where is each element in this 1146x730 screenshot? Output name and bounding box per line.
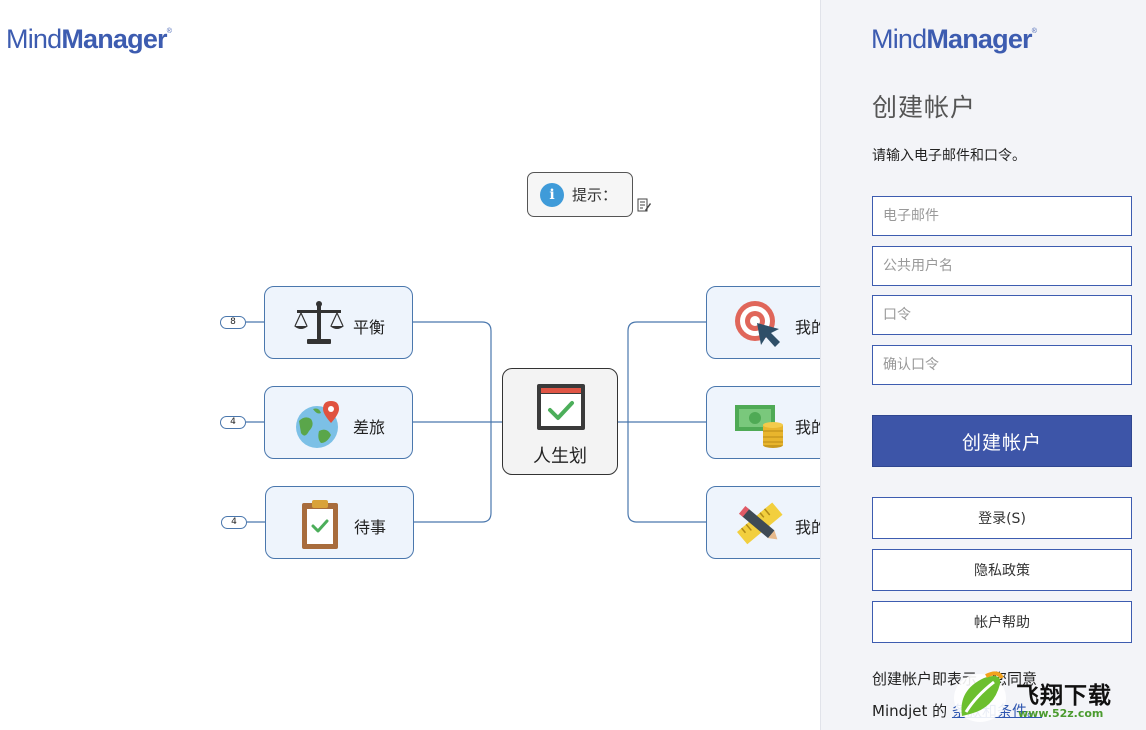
hint-label: 提示： <box>572 186 618 204</box>
topic-travel-label: 差旅 <box>353 418 386 437</box>
topic-my-finance[interactable]: 我的 <box>706 386 820 459</box>
mindmanager-logo: MindManager® <box>6 24 172 54</box>
central-topic[interactable]: 人生划 <box>502 368 618 475</box>
pencil-ruler-icon <box>737 502 783 545</box>
topic-my-goals-label: 我的 <box>795 318 820 337</box>
password-field[interactable] <box>872 295 1132 335</box>
panel-title: 创建帐户 <box>872 93 977 122</box>
topic-travel[interactable]: 差旅 <box>264 386 413 459</box>
topic-connectors <box>246 321 707 523</box>
topic-my-goals[interactable]: 我的 <box>706 286 820 359</box>
collapsed-count-badge-todo[interactable]: 4 <box>221 516 247 529</box>
confirm-password-field[interactable] <box>872 345 1132 385</box>
scales-icon <box>294 301 344 344</box>
watermark-text: 飞翔下载 <box>1016 683 1112 709</box>
watermark-url: www.52z.com <box>1018 707 1104 720</box>
money-coins-icon <box>735 405 783 448</box>
clipboard-check-icon <box>302 500 338 549</box>
hint-callout[interactable]: i 提示： <box>527 172 633 217</box>
collapsed-count-badge-travel[interactable]: 4 <box>220 416 246 429</box>
terms-prefix: Mindjet 的 <box>872 702 948 720</box>
panel-instruction: 请输入电子邮件和口令。 <box>872 148 1026 164</box>
login-button[interactable]: 登录(S) <box>872 497 1132 539</box>
privacy-policy-button[interactable]: 隐私政策 <box>872 549 1132 591</box>
mind-map-canvas[interactable]: i 提示： 人生划 平衡 8 <box>0 0 820 730</box>
topic-balance[interactable]: 平衡 <box>264 286 413 359</box>
create-account-button[interactable]: 创建帐户 <box>872 415 1132 467</box>
panel-mindmanager-logo: MindManager® <box>871 24 1037 54</box>
create-account-panel: MindManager® 创建帐户 请输入电子邮件和口令。 创建帐户 登录(S)… <box>820 0 1146 730</box>
topic-todo-label: 待事 <box>354 518 387 537</box>
calendar-check-icon <box>537 384 585 430</box>
account-help-button[interactable]: 帐户帮助 <box>872 601 1132 643</box>
topic-todo[interactable]: 待事 <box>265 486 414 559</box>
watermark-leaf-icon <box>954 671 1006 722</box>
email-field[interactable] <box>872 196 1132 236</box>
topic-my-finance-label: 我的 <box>795 418 820 437</box>
collapsed-count-badge-balance[interactable]: 8 <box>220 316 246 329</box>
info-icon: i <box>540 182 564 207</box>
topic-my-creative-label: 我的 <box>795 518 820 537</box>
note-icon[interactable] <box>636 197 652 213</box>
topic-balance-label: 平衡 <box>353 318 386 337</box>
central-topic-label: 人生划 <box>533 446 587 467</box>
username-field[interactable] <box>872 246 1132 286</box>
globe-pin-icon <box>296 401 339 448</box>
topic-my-creative[interactable]: 我的 <box>706 486 820 559</box>
site-watermark: 飞翔下载 www.52z.com <box>940 668 1146 730</box>
target-cursor-icon <box>735 301 780 347</box>
